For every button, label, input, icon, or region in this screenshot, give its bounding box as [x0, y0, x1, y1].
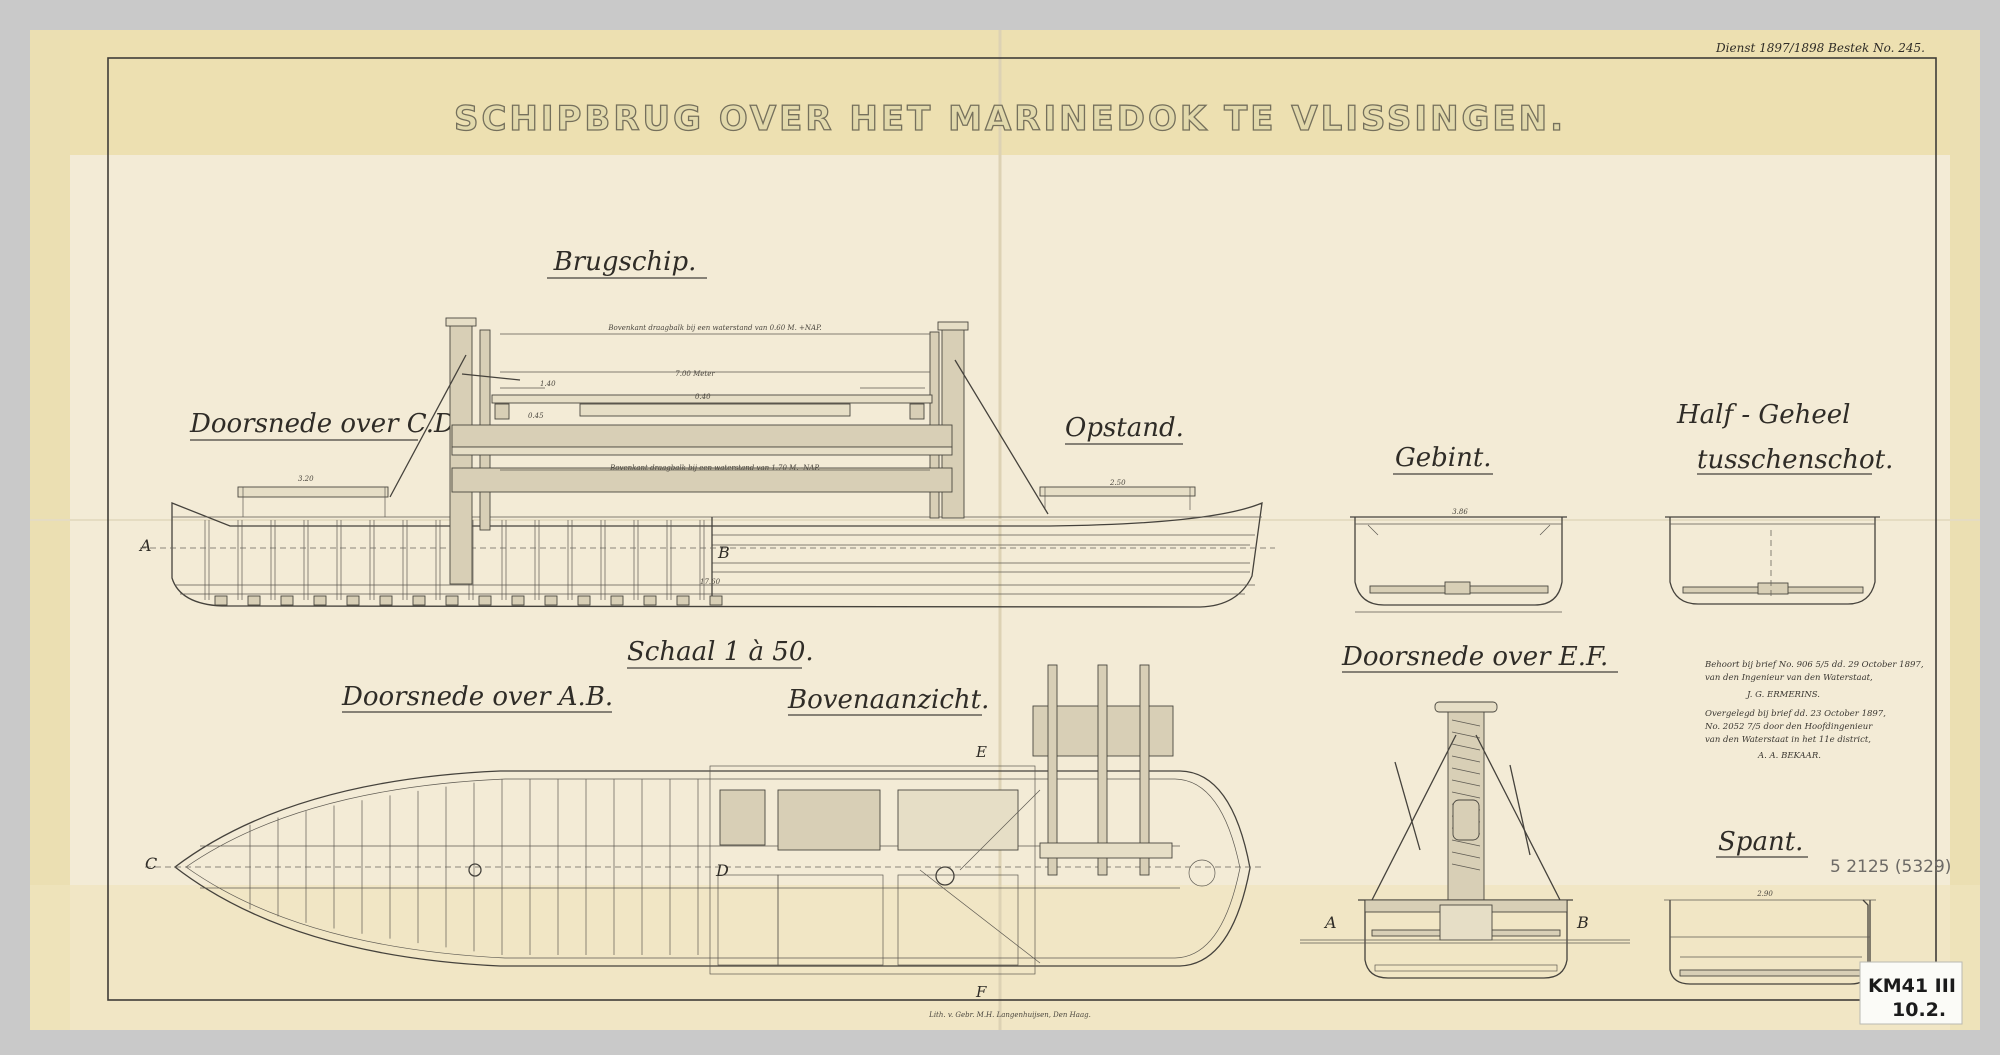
keel-block — [412, 595, 426, 606]
keel-block — [379, 595, 393, 606]
waterline-label-upper: Bovenkant draagbalk bij een waterstand v… — [607, 324, 821, 332]
approval-line-1: Behoort bij brief No. 906 5/5 dd. 29 Oct… — [1704, 660, 1924, 670]
paper-bottom-band — [30, 885, 1980, 1030]
keel-block — [610, 595, 624, 606]
marker-f: F — [975, 983, 987, 1001]
dim-2-90: 2.90 — [1756, 890, 1773, 898]
marker-b-top: B — [717, 543, 730, 562]
marker-a-ef: A — [1323, 913, 1337, 932]
keel-block — [544, 595, 558, 606]
marker-e: E — [975, 743, 987, 761]
pencil-reference: 5 2125 (5329) — [1830, 857, 1951, 877]
view-title-spant: Spant. — [1718, 827, 1803, 857]
dim-17-60: 17.60 — [700, 578, 721, 586]
view-title-doorsnede-cd: Doorsnede over C.D. — [189, 409, 462, 439]
sheet-title: SCHIPBRUG OVER HET MARINEDOK TE VLISSING… — [454, 99, 1566, 139]
waterline-label-lower: Bovenkant draagbalk bij een waterstand v… — [609, 464, 820, 472]
view-title-brugschip: Brugschip. — [553, 247, 697, 277]
view-title-doorsnede-ab: Doorsnede over A.B. — [341, 682, 613, 712]
paper-background — [30, 30, 1980, 1030]
keel-block — [676, 595, 690, 606]
archive-number: 10.2. — [1892, 999, 1946, 1021]
approval-signer-1: J. G. ERMERINS. — [1745, 690, 1820, 700]
approval-block: Behoort bij brief No. 906 5/5 dd. 29 Oct… — [1704, 660, 1924, 761]
view-title-gebint: Gebint. — [1395, 443, 1492, 473]
paper-top-band — [30, 30, 1980, 155]
keel-block — [247, 595, 261, 606]
keel-block — [709, 595, 723, 606]
tusschenschot-drawing — [1665, 516, 1880, 605]
doorsnede-ef-drawing — [1300, 701, 1630, 979]
gebint-drawing — [1350, 516, 1567, 613]
paper-left-band — [30, 30, 70, 1030]
approval-signer-2: A. A. BEKAAR. — [1757, 751, 1821, 761]
keel-block — [346, 595, 360, 606]
marker-b-ef: B — [1576, 913, 1589, 932]
bovenaanzicht-drawing — [145, 664, 1265, 975]
view-title-doorsnede-ef: Doorsnede over E.F. — [1341, 642, 1608, 672]
dim-2-50: 2.50 — [1109, 479, 1126, 487]
view-title-tusschenschot: tusschenschot. — [1697, 445, 1893, 475]
keel-block — [280, 595, 294, 606]
keel-block — [214, 595, 228, 606]
marker-a-top: A — [138, 536, 152, 555]
lithographer-imprint: Lith. v. Gebr. M.H. Langenhuijsen, Den H… — [928, 1011, 1091, 1019]
approval-line-3: Overgelegd bij brief dd. 23 October 1897… — [1705, 709, 1886, 719]
keel-block — [577, 595, 591, 606]
dim-0-45: 0.45 — [528, 412, 544, 420]
scale-label: Schaal 1 à 50. — [627, 637, 814, 667]
view-title-half-geheel: Half - Geheel — [1676, 400, 1850, 430]
view-title-bovenaanzicht: Bovenaanzicht. — [787, 685, 989, 715]
service-reference: Dienst 1897/1898 Bestek No. 245. — [1715, 41, 1925, 55]
border-frame — [107, 57, 1937, 1001]
keel-block — [643, 595, 657, 606]
marker-d: D — [715, 861, 729, 880]
view-title-opstand: Opstand. — [1065, 413, 1184, 443]
keel-block — [313, 595, 327, 606]
paper-right-band — [1950, 30, 1980, 1030]
dim-3-86: 3.86 — [1452, 508, 1468, 516]
dim-1-40: 1.40 — [540, 380, 556, 388]
dim-meter-span: 7.00 Meter — [675, 370, 715, 378]
approval-line-5: van den Waterstaat in het 11e district, — [1705, 735, 1871, 745]
brugschip-drawing — [140, 317, 1275, 608]
dim-3-20: 3.20 — [298, 475, 314, 483]
approval-line-2: van den Ingenieur van den Waterstaat, — [1705, 673, 1873, 683]
keel-block — [478, 595, 492, 606]
keel-block — [511, 595, 525, 606]
marker-c: C — [145, 854, 157, 873]
keel-block — [445, 595, 459, 606]
archive-code: KM41 III — [1868, 975, 1956, 997]
approval-line-4: No. 2052 7/5 door den Hoofdingenieur — [1704, 722, 1873, 732]
archive-label: KM41 III 10.2. — [1859, 961, 1963, 1025]
dim-0-40: 0.40 — [695, 393, 711, 401]
